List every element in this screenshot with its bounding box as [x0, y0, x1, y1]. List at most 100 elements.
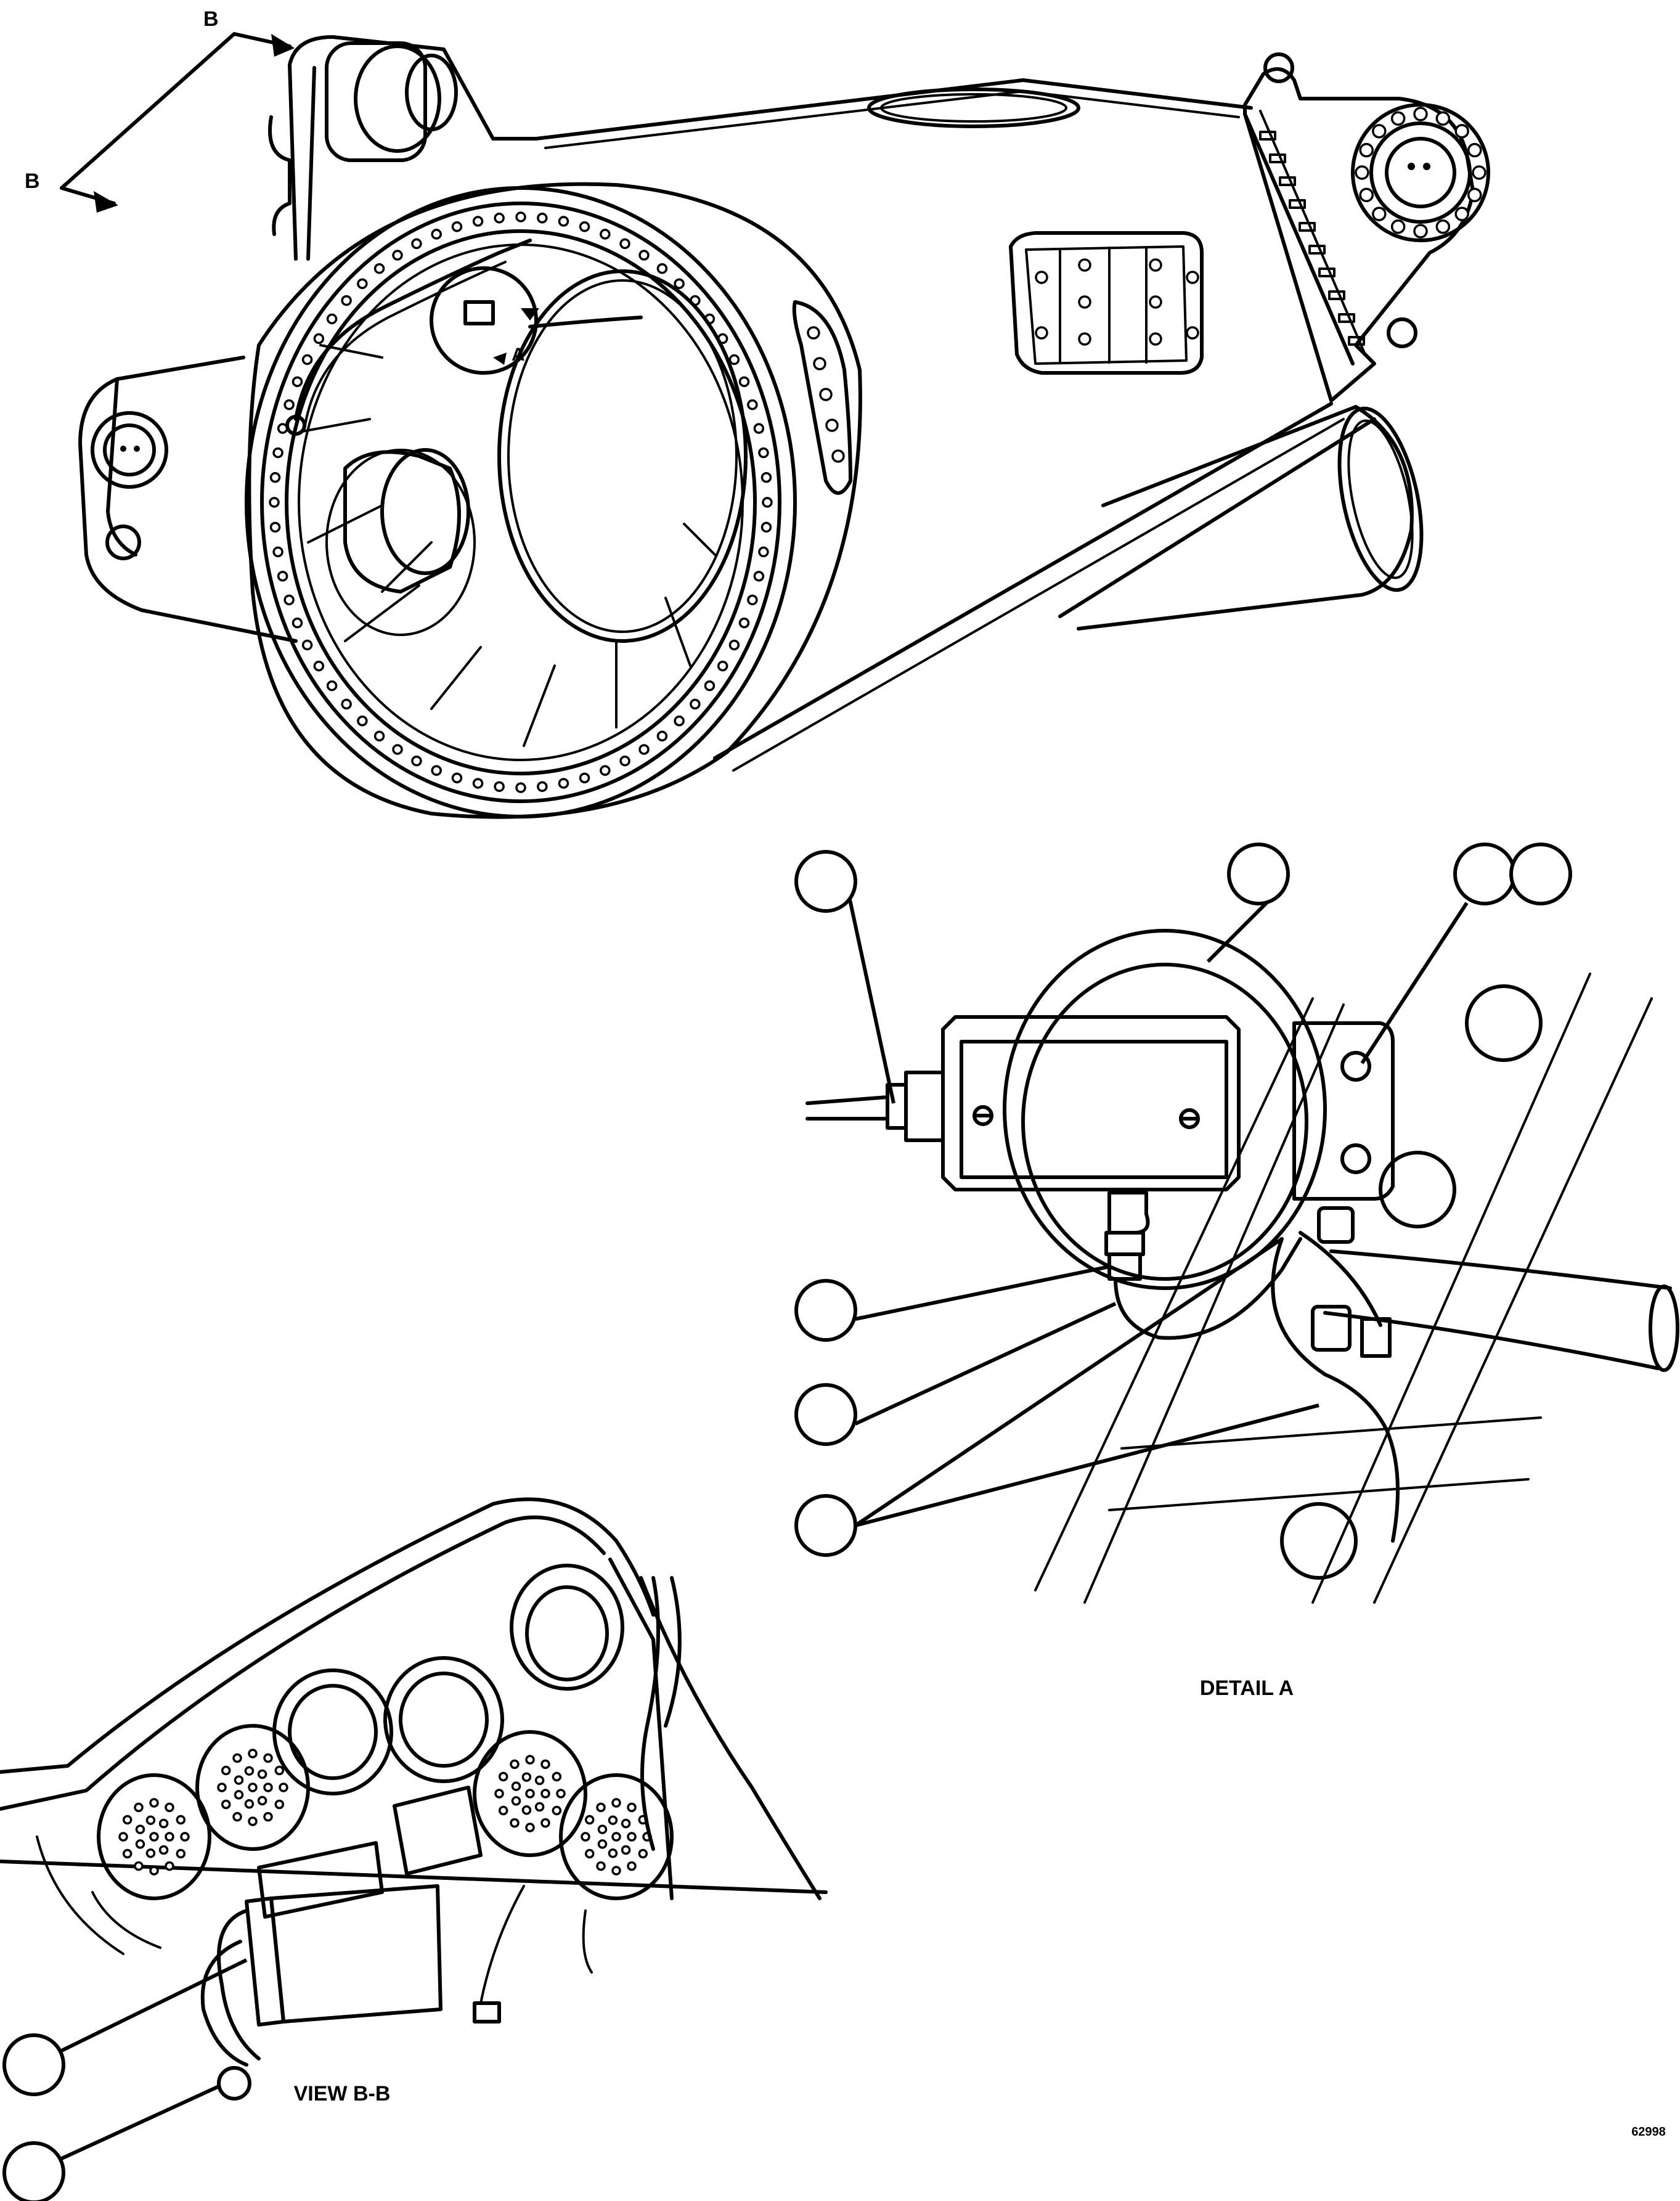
connector-pin: [274, 1765, 285, 1776]
flange-stud: [1259, 131, 1276, 141]
flange-bolt-hole: [283, 399, 295, 410]
connector-pin: [611, 1798, 621, 1808]
connector-pin: [145, 1815, 156, 1825]
flange-stud: [1299, 222, 1316, 232]
connector-pin: [596, 1861, 606, 1871]
connector-pin: [511, 1781, 521, 1791]
hatch-bolt: [1149, 332, 1162, 346]
view-bb-title: VIEW B-B: [294, 2082, 391, 2105]
detail-a-view: DETAIL A: [794, 843, 1679, 1700]
hatch-bolt: [1186, 326, 1199, 340]
flange-bolt-hole: [558, 216, 569, 227]
flange-bolt-hole: [313, 333, 325, 345]
flange-bolt-hole: [690, 698, 701, 710]
connector-pin: [534, 1802, 545, 1812]
connector-pin: [510, 1818, 520, 1828]
flange-bolt-hole: [269, 497, 280, 508]
flange-bolt-hole: [515, 211, 526, 223]
connector-pin: [248, 1816, 258, 1826]
connector-pin: [627, 1861, 637, 1871]
connector-pin: [540, 1759, 550, 1770]
connector-pin: [118, 1832, 128, 1842]
connector-pin: [135, 1824, 145, 1834]
flange-bolt-hole: [494, 781, 505, 792]
flange-bolt-hole: [760, 472, 772, 483]
flange-bolt-hole: [472, 216, 484, 227]
flange-bolt-hole: [326, 313, 338, 325]
flange-bolt-hole: [619, 755, 630, 767]
hatch-bolt: [1149, 295, 1162, 309]
flange-bolt-hole: [758, 546, 769, 558]
connector-pin: [510, 1759, 520, 1770]
bearing-bolt: [1435, 111, 1451, 126]
bearing-bolt: [1372, 206, 1387, 221]
bearing-bolt: [1413, 107, 1428, 121]
flange-bolt-hole: [373, 730, 385, 742]
flange-studs: [1259, 131, 1365, 346]
flange-bolt-hole: [283, 594, 295, 606]
flange-bolt-hole: [728, 354, 740, 365]
connector-pin: [149, 1832, 159, 1842]
flange-bolt-hole: [760, 521, 772, 533]
flange-bolt-hole: [292, 376, 303, 388]
flange-bolt-hole: [619, 238, 630, 250]
connector-pin: [234, 1790, 244, 1800]
connector-pin: [621, 1818, 631, 1829]
connector-pin: [248, 1749, 258, 1758]
connector-pin: [263, 1811, 273, 1822]
connector-pin: [158, 1818, 169, 1829]
hatch-bolt: [1078, 332, 1091, 346]
hatch-bolt: [1035, 271, 1048, 284]
connector-pin: [180, 1832, 190, 1842]
connector-pin: [621, 1845, 631, 1855]
connector-pin: [134, 1861, 144, 1871]
flange-bolt-hole: [357, 278, 368, 290]
detail-a-title: DETAIL A: [1200, 1676, 1294, 1700]
flange-bolt-hole: [579, 221, 590, 232]
hub-assembly-view: B B: [25, 7, 1490, 819]
connector-pin: [498, 1771, 508, 1782]
connector-pin: [145, 1848, 156, 1858]
connector-pin: [176, 1848, 186, 1859]
flange-bolt-hole: [411, 238, 422, 250]
connector-pin: [608, 1815, 618, 1825]
connector-pin: [525, 1823, 535, 1832]
flange-bolt-hole: [758, 447, 769, 459]
flange-bolt-hole: [392, 744, 403, 755]
bearing-bolt: [1472, 165, 1486, 180]
connector-pin: [540, 1789, 550, 1799]
connector-pin: [257, 1769, 267, 1779]
flange-bolt-hole: [494, 213, 505, 224]
flange-bolt-hole: [451, 221, 463, 232]
ear-bolt: [819, 388, 833, 401]
bearing-bolt: [1435, 219, 1451, 234]
bearing-bolt: [1390, 111, 1406, 126]
connector-pin: [556, 1789, 566, 1799]
bearing-bolt: [1467, 187, 1482, 203]
hatch-bolt: [1149, 258, 1162, 272]
hatch-bolt: [1078, 295, 1091, 309]
bearing-bolt: [1454, 124, 1469, 139]
connector-pin: [165, 1832, 174, 1842]
connector-pin: [135, 1839, 145, 1849]
flange-bolt-hole: [579, 772, 590, 783]
flange-stud: [1318, 267, 1335, 277]
view-bb: VIEW B-B: [0, 1497, 828, 2201]
flange-bolt-hole: [717, 660, 728, 672]
connector-pin: [234, 1775, 244, 1785]
bearing-bolt: [1359, 142, 1374, 158]
ear-bolt: [813, 357, 826, 370]
flange-bolt-hole: [747, 399, 758, 410]
connector-pin: [221, 1765, 231, 1776]
flange-bolt-hole: [537, 213, 548, 224]
connector-pin: [611, 1832, 621, 1842]
flange-bolt-hole: [728, 639, 740, 651]
connector-pin: [511, 1796, 521, 1806]
round-connectors: [97, 1564, 674, 1900]
connector-pin: [232, 1811, 242, 1822]
connector-pin: [244, 1799, 255, 1809]
flange-bolt-hole: [373, 263, 385, 274]
flange-bolt-hole: [656, 730, 668, 742]
bearing-bolt: [1454, 206, 1469, 221]
bearing-bolt: [1413, 224, 1428, 239]
